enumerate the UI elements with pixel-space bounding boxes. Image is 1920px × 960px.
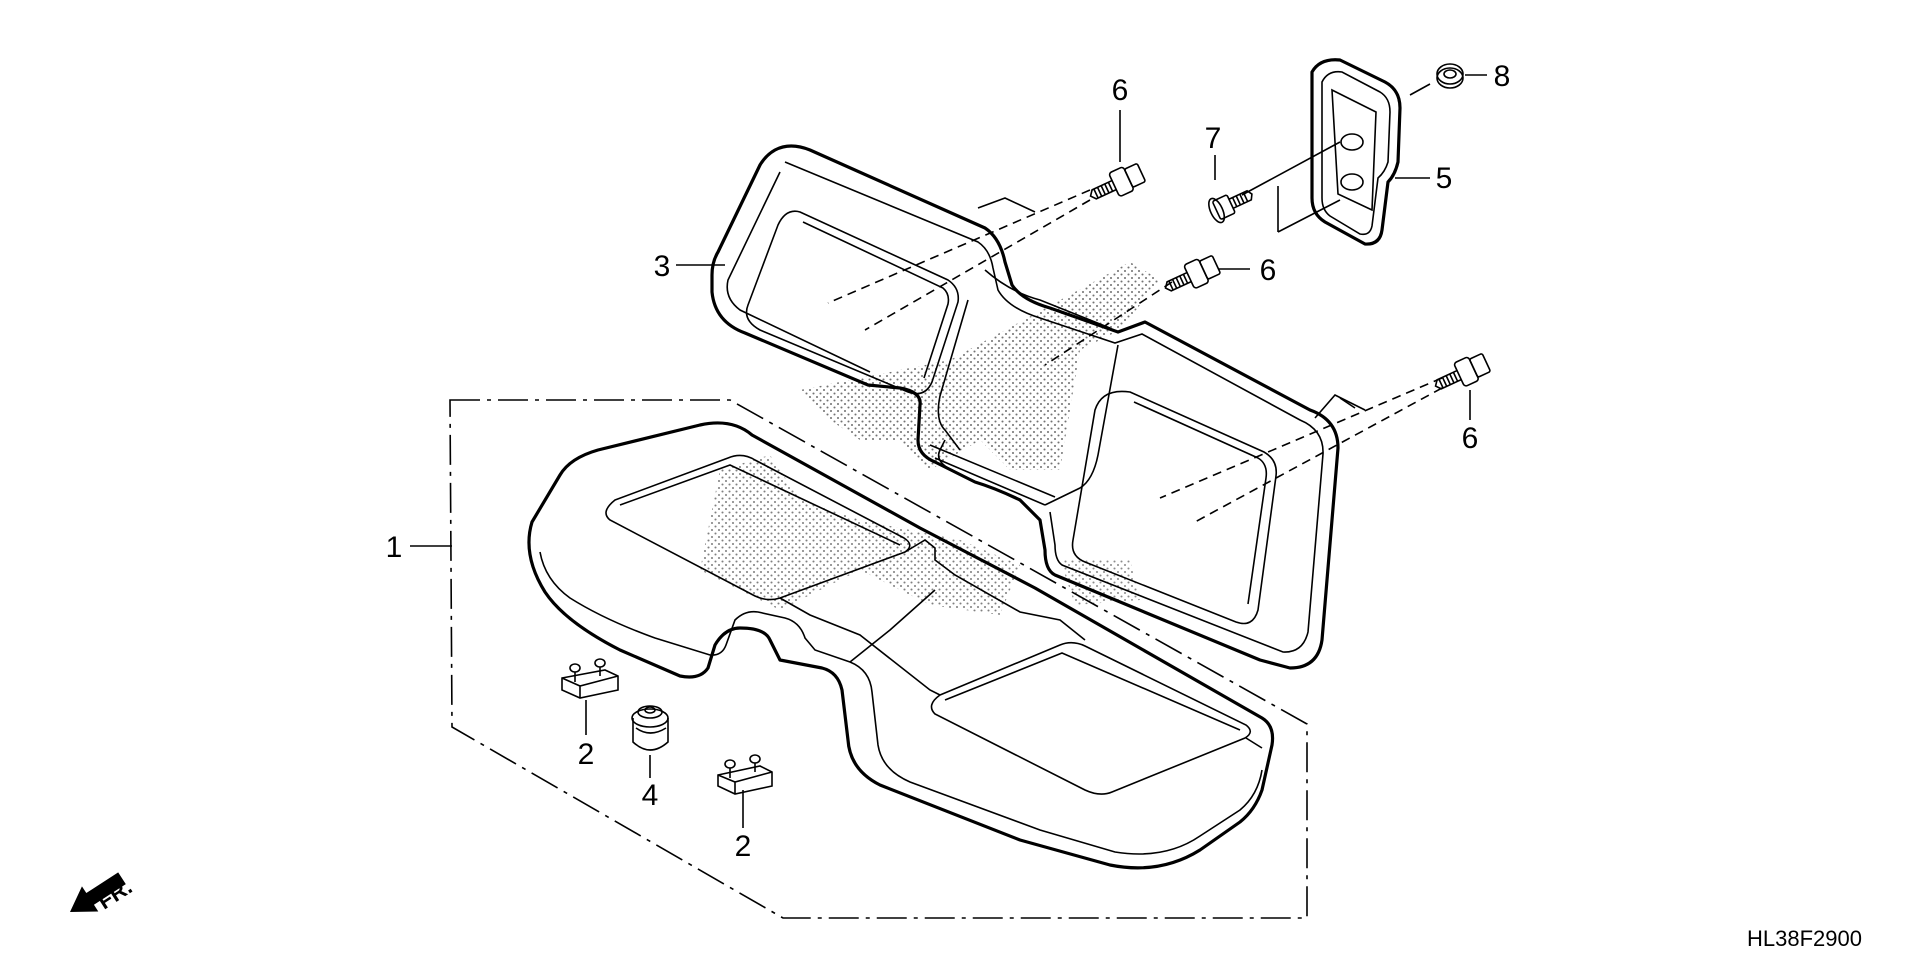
seat-cushion[interactable] xyxy=(527,421,1275,870)
assembly-boundary xyxy=(449,399,1308,919)
callout-bracket: 5 xyxy=(1436,162,1453,195)
front-arrow-icon xyxy=(70,872,126,912)
diagram-code: HL38F2900 xyxy=(1747,926,1862,951)
callout-bolt-right: 6 xyxy=(1462,422,1479,455)
leader-lines xyxy=(410,74,1487,828)
bolt-right[interactable] xyxy=(1430,351,1492,398)
callouts: 1 3 6 6 6 7 5 8 2 4 2 xyxy=(386,60,1511,863)
clip-left[interactable] xyxy=(561,658,619,699)
bracket[interactable] xyxy=(1310,58,1402,246)
callout-rubber-grommet: 4 xyxy=(642,779,659,812)
nut[interactable] xyxy=(1436,63,1464,89)
callout-clip-right: 2 xyxy=(735,830,752,863)
callout-bolt-middle: 6 xyxy=(1260,254,1277,287)
front-direction-label: FR. xyxy=(93,874,136,914)
backrest[interactable] xyxy=(710,144,1366,670)
callout-bolt-bracket: 7 xyxy=(1205,122,1222,155)
bolt-bracket[interactable] xyxy=(1206,182,1258,225)
bolt-top[interactable] xyxy=(1085,161,1147,208)
callout-clip-left: 2 xyxy=(578,738,595,771)
rubber-grommet[interactable] xyxy=(631,705,669,751)
bolt-middle[interactable] xyxy=(1160,253,1222,300)
callout-seat-assembly: 1 xyxy=(386,531,403,564)
shading xyxy=(700,262,1160,615)
callout-nut: 8 xyxy=(1494,60,1511,93)
clip-right[interactable] xyxy=(717,754,773,795)
callout-bolt-top: 6 xyxy=(1112,74,1129,107)
callout-backrest: 3 xyxy=(654,250,671,283)
front-direction-indicator: FR. xyxy=(70,872,136,914)
